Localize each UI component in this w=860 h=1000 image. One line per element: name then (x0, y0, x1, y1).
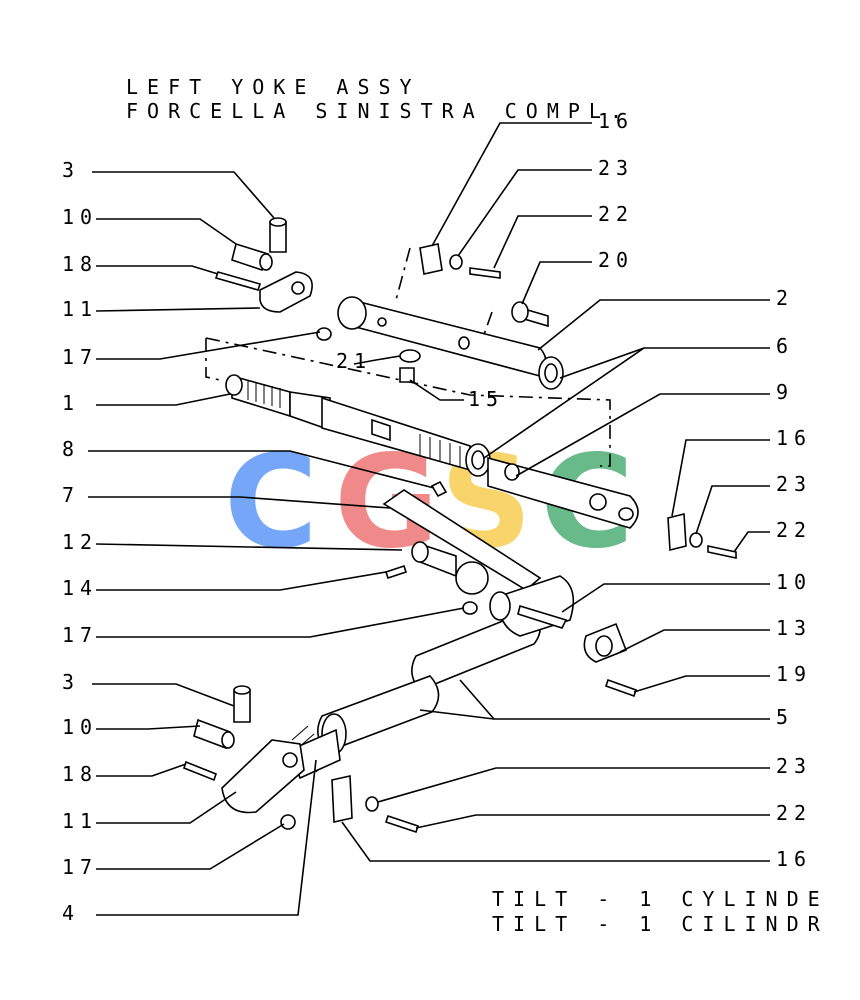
watermark-letter-1: C (224, 428, 318, 577)
callout-22-mid: 22 (776, 518, 812, 542)
callout-13: 13 (776, 616, 812, 640)
callout-10-top: 10 (62, 205, 98, 229)
callout-23-top: 23 (598, 156, 634, 180)
leader-lines-left (88, 171, 465, 916)
callout-17-mid: 17 (62, 623, 98, 647)
callout-20: 20 (598, 248, 634, 272)
callout-17-bottom: 17 (62, 855, 98, 879)
callout-22-bottom: 22 (776, 801, 812, 825)
bottom-left-yoke-parts (183, 685, 305, 830)
callout-19: 19 (776, 662, 812, 686)
callout-17-top: 17 (62, 345, 98, 369)
top-left-yoke-parts (214, 217, 332, 341)
callout-18-bottom: 18 (62, 762, 98, 786)
footer-line-2: TILT - 1 CILINDR (492, 912, 829, 936)
title-line-2: FORCELLA SINISTRA COMPL. (126, 99, 631, 123)
leader-lines-right (341, 122, 770, 862)
callout-7: 7 (62, 483, 80, 507)
callout-labels-left: 3 10 18 11 17 1 8 7 12 14 17 3 10 18 11 … (62, 158, 98, 925)
callout-3-top: 3 (62, 158, 80, 182)
callout-8: 8 (62, 437, 80, 461)
callout-labels-right: 16 23 22 20 2 6 9 16 23 22 10 13 19 5 23… (598, 109, 812, 871)
callout-18-top: 18 (62, 252, 98, 276)
callout-5: 5 (776, 705, 794, 729)
callout-3-bottom: 3 (62, 670, 80, 694)
callout-labels-center: 21 15 (336, 349, 504, 411)
callout-1: 1 (62, 391, 80, 415)
callout-4: 4 (62, 901, 80, 925)
callout-10-bottom: 10 (62, 715, 98, 739)
callout-14: 14 (62, 576, 98, 600)
callout-9: 9 (776, 380, 794, 404)
callout-16-mid: 16 (776, 426, 812, 450)
callout-21: 21 (336, 349, 372, 373)
callout-12: 12 (62, 530, 98, 554)
callout-11-top: 11 (62, 297, 98, 321)
footer-line-1: TILT - 1 CYLINDE (492, 887, 829, 911)
callout-16-top: 16 (598, 109, 634, 133)
callout-2: 2 (776, 286, 794, 310)
callout-16-bottom: 16 (776, 847, 812, 871)
callout-10-right: 10 (776, 570, 812, 594)
callout-15: 15 (468, 387, 504, 411)
callout-23-bottom: 23 (776, 754, 812, 778)
callout-11-bottom: 11 (62, 809, 98, 833)
upper-cylinder-assembly (225, 243, 639, 529)
callout-23-mid: 23 (776, 472, 812, 496)
callout-22-top: 22 (598, 202, 634, 226)
callout-6: 6 (776, 334, 794, 358)
title-line-1: LEFT YOKE ASSY (126, 75, 421, 99)
